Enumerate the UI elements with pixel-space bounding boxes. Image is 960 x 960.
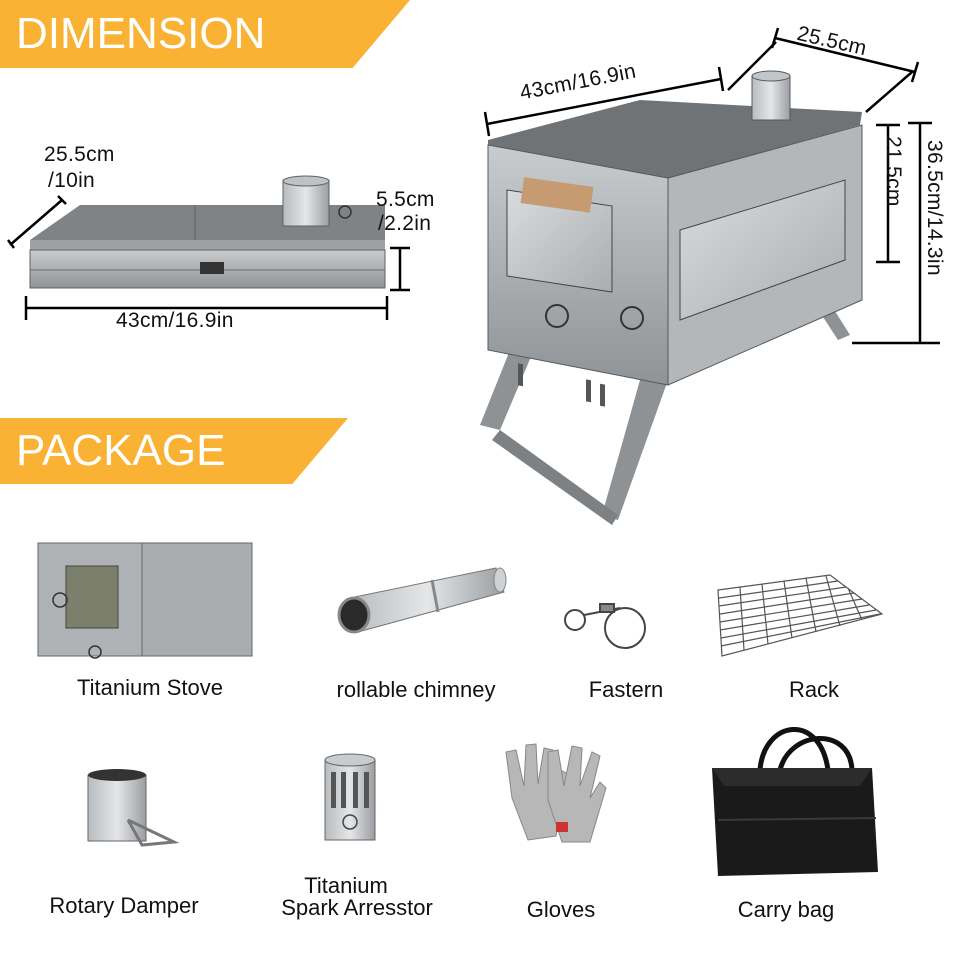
folded-depth-in: /10in [48, 169, 96, 192]
package-item-label: Rack [788, 677, 840, 702]
package-item-label: Rotary Damper [49, 893, 199, 918]
package-item-label: Fastern [588, 677, 664, 702]
assembled-body-height: 21.5cm [882, 136, 905, 207]
dimension-title: DIMENSION [16, 9, 266, 58]
folded-depth-cm: 25.5cm [44, 143, 115, 166]
package-banner: PACKAGE [0, 418, 348, 484]
folded-dimension-lines [7, 195, 410, 320]
package-title: PACKAGE [16, 426, 226, 475]
package-item-label: rollable chimney [336, 677, 496, 702]
assembled-stove-icon [480, 70, 863, 525]
stove-icon [37, 542, 253, 659]
folded-height-cm: 5.5cm [376, 188, 435, 211]
carry-bag-icon [712, 727, 878, 876]
package-item-label: Carry bag [737, 897, 835, 922]
package-item-label: Titanium Stove [77, 675, 223, 700]
package-item-label-2: Spark Arresstor [281, 895, 433, 920]
fastener-icon [564, 603, 646, 649]
assembled-total-height: 36.5cm/14.3in [923, 140, 946, 276]
package-item-label: Titanium [304, 873, 388, 898]
dimension-banner: DIMENSION [0, 0, 410, 68]
spark-arrestor-icon [324, 753, 376, 841]
chimney-icon [337, 567, 507, 634]
package-item-label: Gloves [526, 897, 596, 922]
folded-height-in: /2.2in [378, 212, 432, 235]
rack-icon [717, 574, 884, 657]
folded-length: 43cm/16.9in [116, 309, 234, 332]
damper-icon [87, 769, 180, 847]
folded-stove-icon [29, 175, 386, 289]
assembled-dimension-lines [483, 27, 940, 345]
gloves-icon [505, 743, 607, 843]
